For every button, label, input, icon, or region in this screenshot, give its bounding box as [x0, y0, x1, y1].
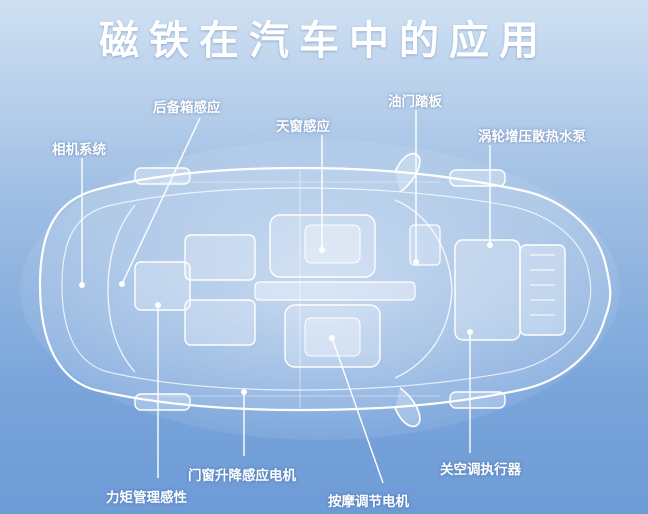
leader-dots: [79, 242, 493, 395]
label-ac-actuator: 关空调执行器: [440, 462, 521, 478]
label-massage-motor: 按摩调节电机: [328, 494, 409, 510]
car-body: [38, 152, 612, 428]
label-window-motor: 门窗升降感应电机: [188, 468, 296, 484]
leader-lines: [81, 110, 491, 484]
label-camera-system: 相机系统: [52, 142, 106, 158]
label-torque-sensor: 力矩管理感性: [106, 490, 187, 506]
label-throttle-pedal: 油门踏板: [388, 94, 442, 110]
label-turbo-pump: 涡轮增压散热水泵: [478, 129, 586, 145]
leader-trunk-sensor: [121, 117, 201, 285]
label-trunk-sensor: 后备箱感应: [153, 100, 221, 116]
page-title: 磁铁在汽车中的应用: [99, 18, 549, 64]
leader-massage-motor: [331, 337, 384, 484]
label-sunroof-sensor: 天窗感应: [276, 119, 330, 135]
